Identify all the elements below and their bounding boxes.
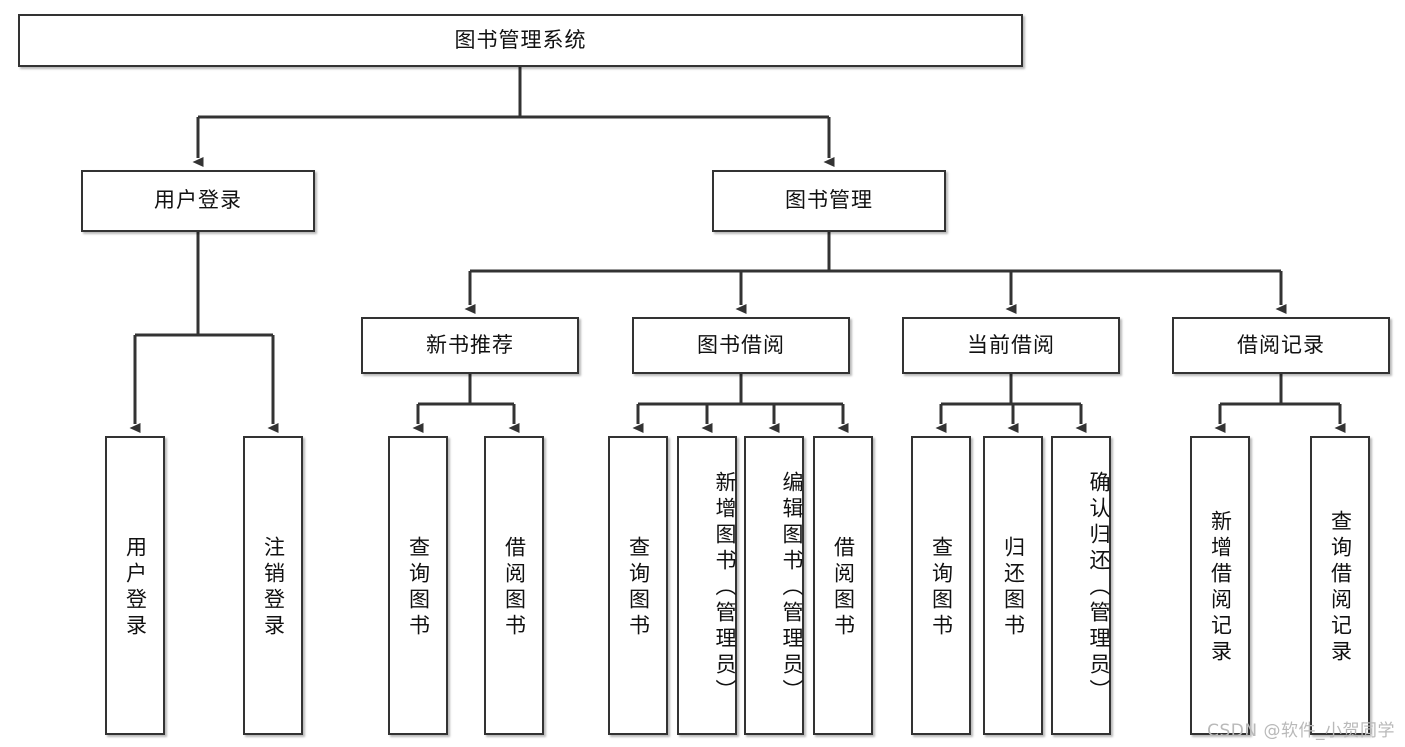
node-leaf-query-book-2-label: 查询图书 <box>626 535 651 640</box>
node-leaf-borrow-book-2[interactable]: 借阅图书 <box>813 436 873 735</box>
node-leaf-confirm-return[interactable]: 确认归还（管理员） <box>1051 436 1111 735</box>
node-leaf-borrow-book-1-label: 借阅图书 <box>502 535 527 640</box>
node-leaf-query-record[interactable]: 查询借阅记录 <box>1310 436 1370 735</box>
node-book-borrow[interactable]: 图书借阅 <box>632 317 850 374</box>
node-leaf-query-book-3-label: 查询图书 <box>929 535 954 640</box>
node-leaf-return-book[interactable]: 归还图书 <box>983 436 1043 735</box>
node-leaf-borrow-book-2-label: 借阅图书 <box>831 535 856 640</box>
node-current-borrow-label: 当前借阅 <box>967 332 1055 357</box>
node-leaf-user-login-label: 用户登录 <box>123 535 148 640</box>
node-current-borrow[interactable]: 当前借阅 <box>902 317 1120 374</box>
node-leaf-user-login[interactable]: 用户登录 <box>105 436 165 735</box>
node-book-borrow-label: 图书借阅 <box>697 332 785 357</box>
node-leaf-query-book-1[interactable]: 查询图书 <box>388 436 448 735</box>
node-borrow-record[interactable]: 借阅记录 <box>1172 317 1390 374</box>
node-leaf-add-book[interactable]: 新增图书（管理员） <box>677 436 737 735</box>
node-borrow-record-label: 借阅记录 <box>1237 332 1325 357</box>
node-book-manage[interactable]: 图书管理 <box>712 170 946 232</box>
node-root-label: 图书管理系统 <box>454 27 587 52</box>
node-leaf-edit-book-label: 编辑图书（管理员） <box>780 470 804 705</box>
node-book-manage-label: 图书管理 <box>785 188 873 213</box>
node-root[interactable]: 图书管理系统 <box>18 14 1023 67</box>
node-leaf-edit-book[interactable]: 编辑图书（管理员） <box>744 436 804 735</box>
node-leaf-logout[interactable]: 注销登录 <box>243 436 303 735</box>
node-leaf-add-record[interactable]: 新增借阅记录 <box>1190 436 1250 735</box>
node-leaf-add-record-label: 新增借阅记录 <box>1208 509 1233 666</box>
node-leaf-query-book-1-label: 查询图书 <box>406 535 431 640</box>
node-new-book-rec[interactable]: 新书推荐 <box>361 317 579 374</box>
node-user-login[interactable]: 用户登录 <box>81 170 315 232</box>
node-leaf-return-book-label: 归还图书 <box>1001 535 1026 640</box>
node-user-login-label: 用户登录 <box>154 188 242 213</box>
node-new-book-rec-label: 新书推荐 <box>426 332 514 357</box>
node-leaf-confirm-return-label: 确认归还（管理员） <box>1087 470 1111 705</box>
node-leaf-logout-label: 注销登录 <box>261 535 286 640</box>
node-leaf-add-book-label: 新增图书（管理员） <box>713 470 737 705</box>
node-leaf-borrow-book-1[interactable]: 借阅图书 <box>484 436 544 735</box>
node-leaf-query-record-label: 查询借阅记录 <box>1328 509 1353 666</box>
node-leaf-query-book-2[interactable]: 查询图书 <box>608 436 668 735</box>
node-leaf-query-book-3[interactable]: 查询图书 <box>911 436 971 735</box>
